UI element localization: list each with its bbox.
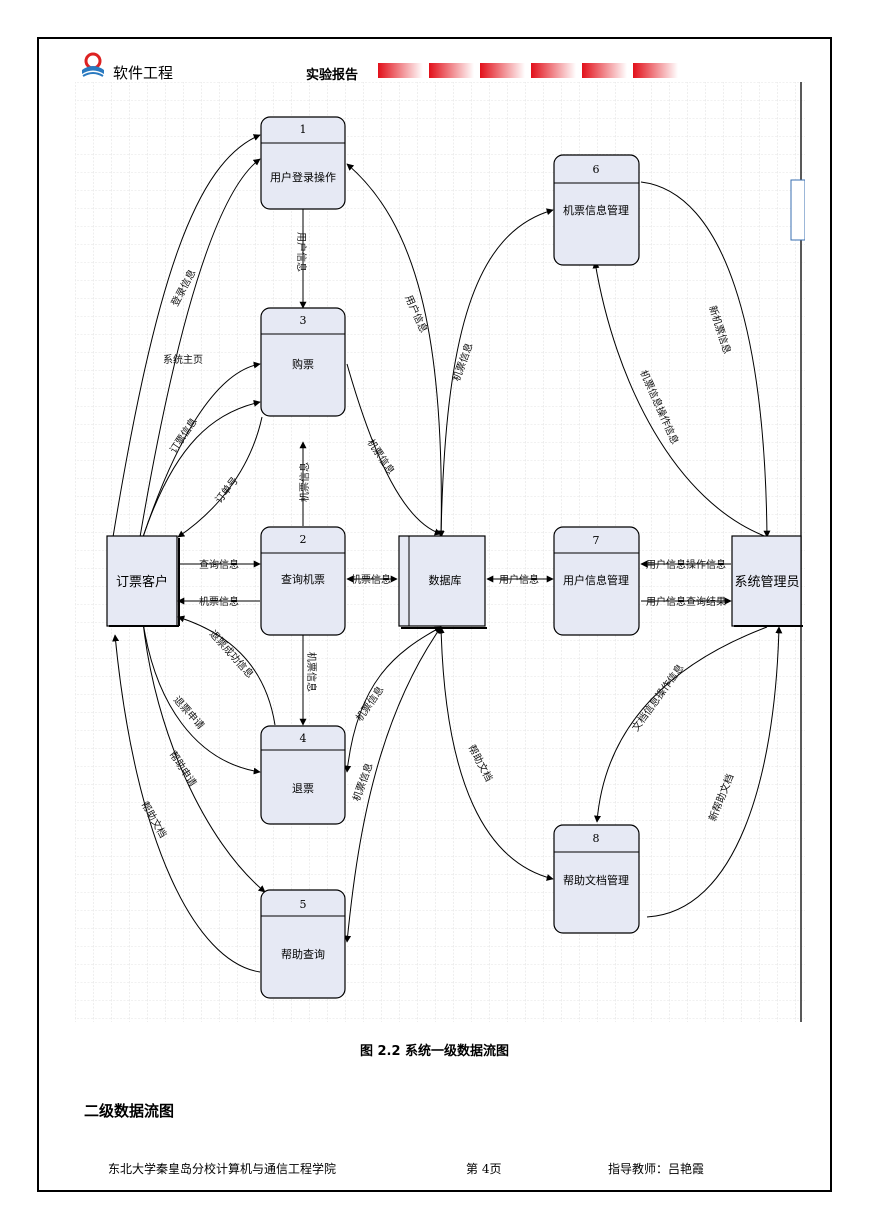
process-1-name: 用户登录操作	[270, 170, 336, 184]
flow-label-flight-info-3-2: 机票信息	[298, 462, 311, 502]
section-title: 二级数据流图	[84, 1102, 175, 1120]
flow-label-user-query-result: 用户信息查询结果	[646, 595, 726, 608]
process-6-id: 6	[593, 163, 600, 176]
flow-label-user-info-7-db: 用户信息	[499, 573, 539, 586]
flow-label-query-info: 查询信息	[199, 558, 239, 571]
page-frame	[37, 37, 832, 1192]
entity-admin-name: 系统管理员	[734, 575, 799, 590]
process-1-id: 1	[300, 123, 307, 136]
process-4-name: 退票	[292, 782, 314, 795]
process-6-name: 机票信息管理	[563, 203, 629, 217]
data-flow-diagram: 登录信息 用户信息 系统主页 用户信息 机票信息 新机票信息 机票信息操作信息 …	[75, 82, 805, 1022]
flow-label-user-info-1-3: 用户信息	[295, 232, 308, 272]
process-7-id: 7	[593, 534, 600, 547]
process-8-id: 8	[593, 832, 600, 845]
footer-teacher: 指导教师：吕艳霞	[608, 1162, 705, 1176]
flow-label-flight-info-2-db: 机票信息	[351, 573, 391, 586]
figure-caption: 图 2.2 系统一级数据流图	[359, 1044, 510, 1059]
process-1: 1 用户登录操作	[260, 116, 346, 210]
process-3-name: 购票	[292, 357, 314, 371]
report-label: 实验报告	[306, 68, 359, 83]
course-title: 软件工程	[113, 64, 174, 82]
process-2: 2 查询机票	[260, 526, 346, 636]
process-7: 7 用户信息管理	[553, 526, 640, 636]
flow-label-flight-info-2-4: 机票信息	[305, 652, 318, 692]
flow-label-user-op-info: 用户信息操作信息	[646, 558, 726, 571]
process-4-id: 4	[300, 732, 307, 745]
entity-admin: 系统管理员	[731, 535, 803, 627]
process-3-id: 3	[300, 314, 307, 327]
process-8-name: 帮助文档管理	[563, 873, 629, 887]
process-2-id: 2	[300, 533, 307, 546]
datastore-name: 数据库	[429, 573, 462, 587]
process-4: 4 退票	[260, 725, 346, 825]
entity-customer-name: 订票客户	[116, 574, 168, 590]
footer-school: 东北大学秦皇岛分校计算机与通信工程学院	[108, 1162, 337, 1176]
process-5: 5 帮助查询	[260, 889, 346, 999]
process-5-name: 帮助查询	[281, 947, 325, 961]
process-2-name: 查询机票	[281, 572, 325, 586]
university-logo-icon	[82, 52, 104, 77]
footer-page: 第 4页	[466, 1162, 502, 1176]
entity-customer: 订票客户	[106, 535, 180, 627]
process-8: 8 帮助文档管理	[553, 824, 640, 934]
process-7-name: 用户信息管理	[563, 573, 629, 587]
datastore-database: 数据库	[398, 535, 487, 629]
flow-label-flight-info-2-c: 机票信息	[199, 595, 239, 608]
process-6: 6 机票信息管理	[553, 154, 640, 266]
header-decor-bars	[378, 63, 678, 78]
process-3: 3 购票	[260, 307, 346, 417]
flow-label-system-home: 系统主页	[163, 353, 203, 366]
process-5-id: 5	[300, 898, 307, 911]
